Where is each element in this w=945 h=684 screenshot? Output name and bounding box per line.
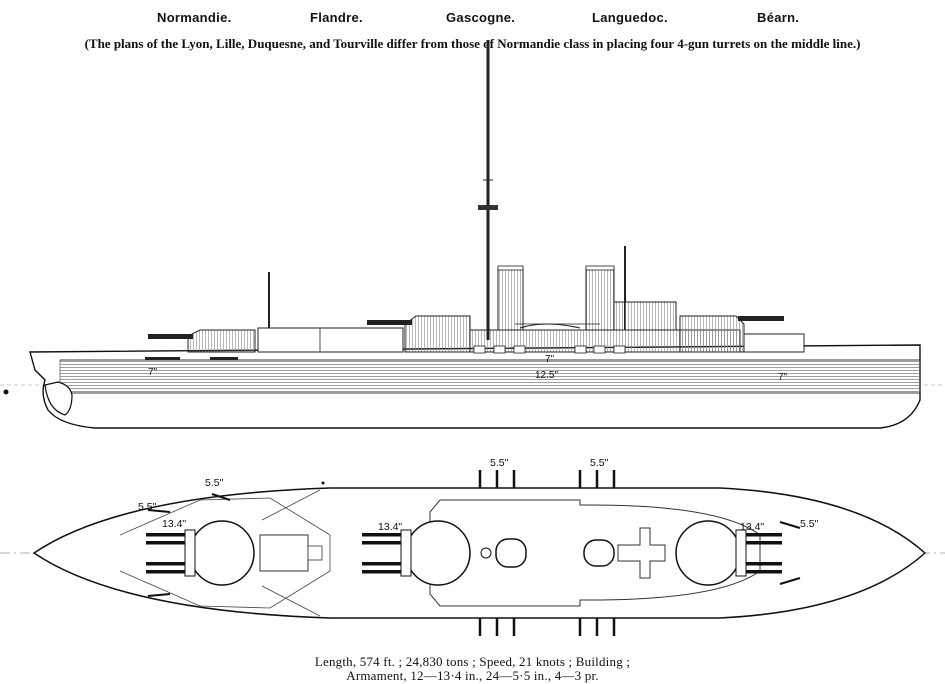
gun-label-bow-5-5: 5.5" [138, 501, 157, 513]
caption-armament: Armament, 12—13·4 in., 24—5·5 in., 4—3 p… [346, 668, 599, 683]
ship-name-languedoc: Languedoc. [592, 10, 668, 25]
ship-name-flandre: Flandre. [310, 10, 363, 25]
armor-label-upper: 7" [545, 354, 555, 365]
funnel-plan-aft [583, 539, 615, 567]
gun-label-center-turret: 13.4" [378, 521, 402, 533]
ship-name-gascogne: Gascogne. [446, 10, 516, 25]
deck-plan: 5.5" 5.5" 13.4" 13.4" 5.5" 5.5" 13.4" 5.… [0, 457, 945, 636]
ship-name-normandie: Normandie. [157, 10, 232, 25]
funnel-plan-forward [495, 538, 527, 568]
gun-label-mid-5-5-aft: 5.5" [590, 457, 609, 469]
side-profile: 7" 7" 12.5" 7" [0, 40, 945, 429]
turret-aft [675, 520, 782, 586]
gun-label-stern-5-5: 5.5" [800, 518, 819, 530]
funnel-aft [585, 267, 615, 331]
turret-forward [146, 520, 255, 586]
turret-center [362, 520, 471, 586]
gun-label-bow-5-5-upper: 5.5" [205, 477, 224, 489]
armor-label-stern: 7" [778, 372, 788, 383]
deck-outline [32, 487, 927, 619]
gun-label-forward-turret: 13.4" [162, 518, 186, 530]
gun-label-mid-5-5-fwd: 5.5" [490, 457, 509, 469]
aft-turret-profile [679, 315, 745, 353]
ram-bow [44, 381, 73, 416]
funnel-forward [497, 267, 524, 331]
armor-label-bow: 7" [148, 367, 158, 378]
gun-label-aft-turret: 13.4" [740, 521, 764, 533]
ship-name-bearn: Béarn. [757, 10, 800, 25]
armor-belt [59, 359, 921, 394]
caption-specs: Length, 574 ft. ; 24,830 tons ; Speed, 2… [314, 654, 631, 669]
center-turret-profile [404, 315, 471, 353]
forward-turret-profile [187, 329, 256, 353]
class-note: (The plans of the Lyon, Lille, Duquesne,… [84, 36, 861, 51]
armor-label-main-belt: 12.5" [535, 370, 558, 381]
